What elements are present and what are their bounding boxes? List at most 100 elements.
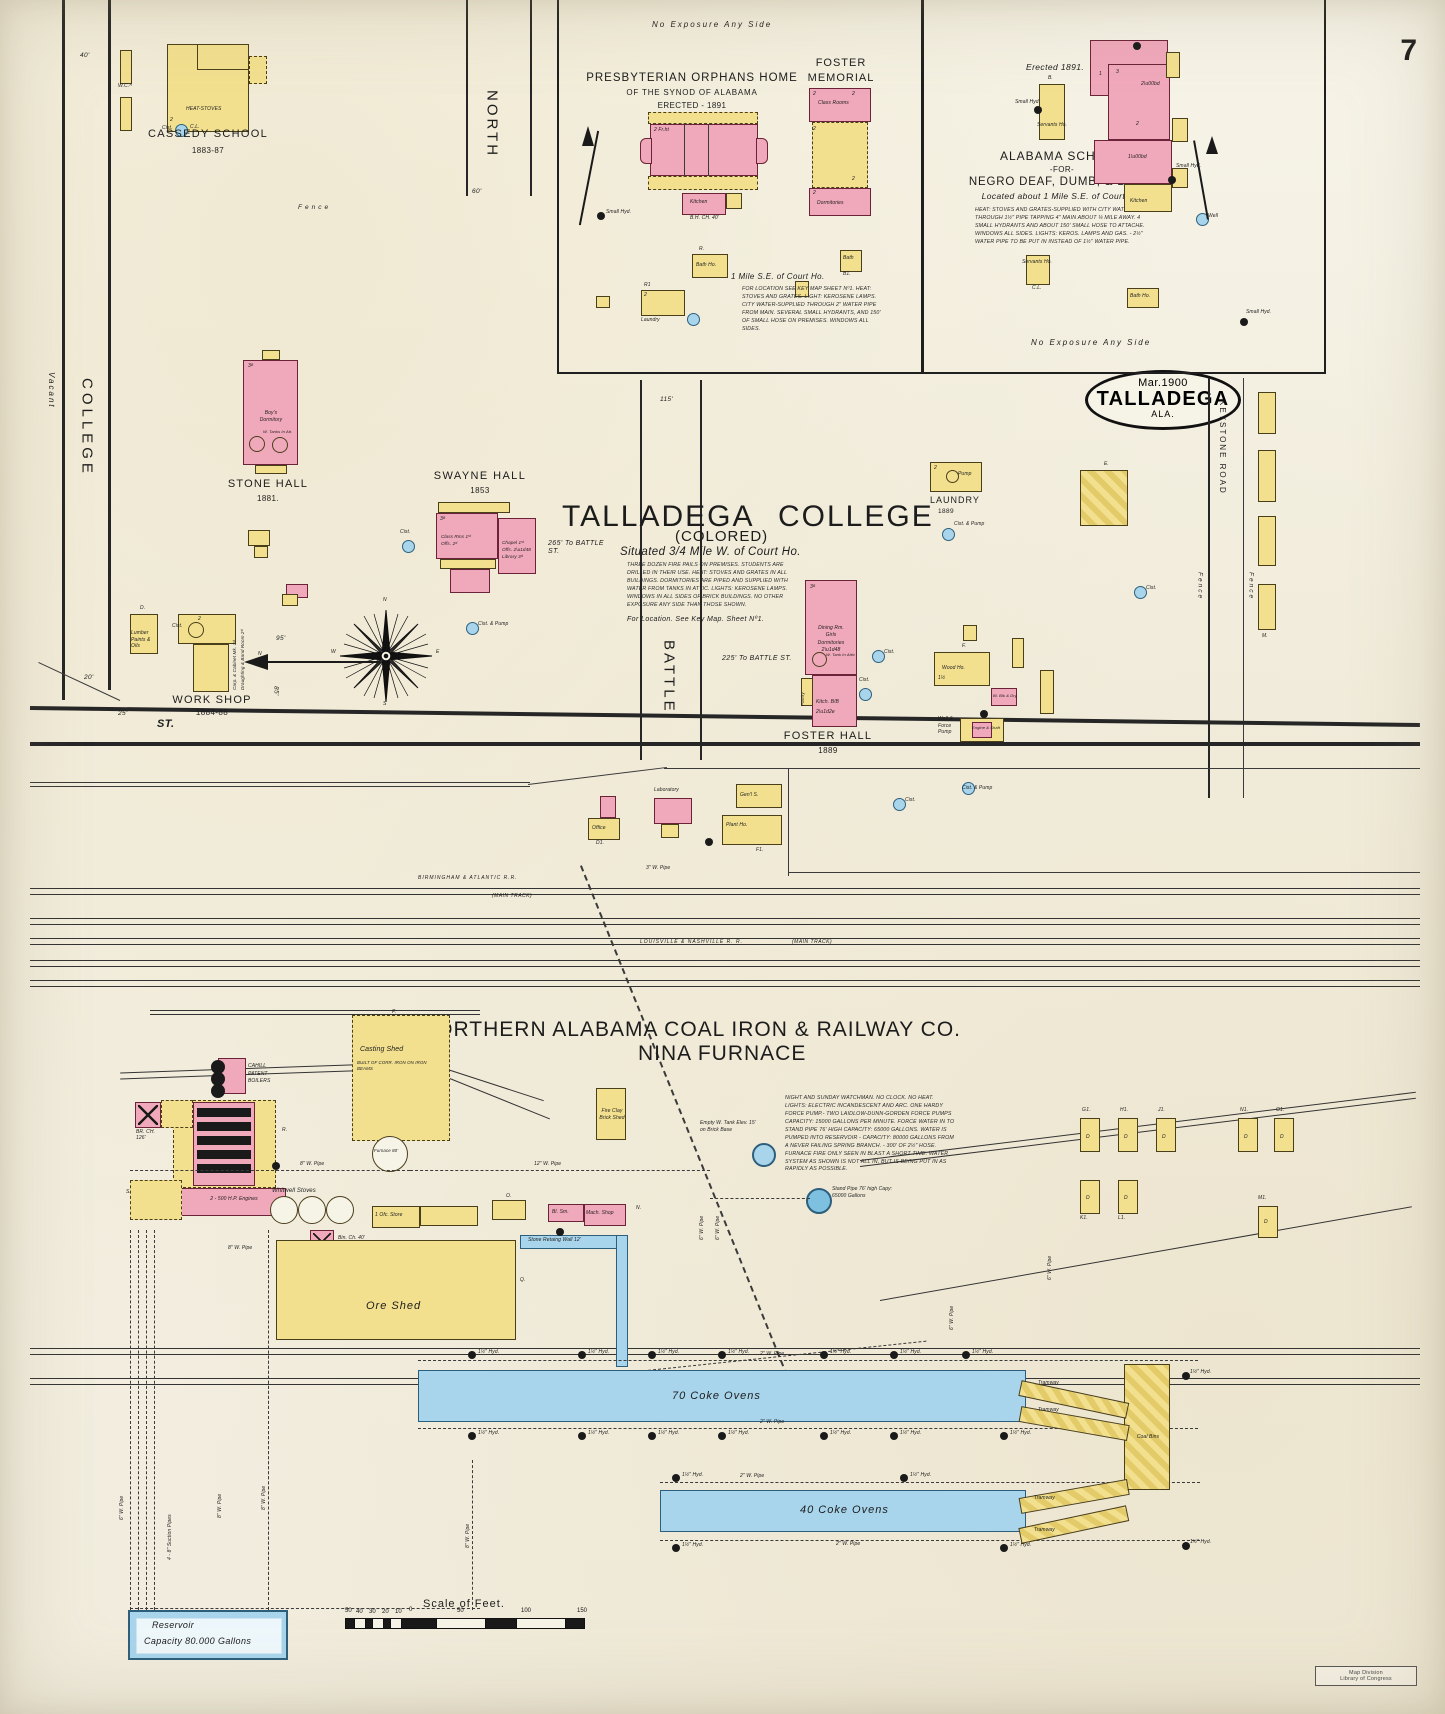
label-pipe-8in-vert-2: 8" W. Pipe xyxy=(465,1523,471,1548)
building-cassedy-wc-2 xyxy=(120,97,132,131)
label-hyd-coke-n-6: 1½" Hyd. xyxy=(900,1349,922,1355)
hydrant-coke40-s-1 xyxy=(672,1544,680,1552)
building-dwelling-g1 xyxy=(1080,1118,1100,1152)
label-genl-s: Gen'l S. xyxy=(740,792,759,798)
label-dwelling-d-e: D xyxy=(1280,1134,1284,1140)
rail-ba-2 xyxy=(30,894,1420,895)
label-ln-main-track: (MAIN TRACK) xyxy=(792,939,833,945)
label-hyd-coke-n-4: 1½" Hyd. xyxy=(728,1349,750,1355)
building-engine-yellow-w xyxy=(161,1100,193,1128)
label-empty-water-tank: Empty W. Tank Elev. 15' on Brick Base xyxy=(700,1120,756,1133)
label-wood-ho-code: 1½ xyxy=(938,675,946,681)
building-orphans-kitchen xyxy=(682,193,726,215)
title-college: COLLEGE xyxy=(778,500,934,533)
library-of-congress-stamp: Map Division Library of Congress xyxy=(1315,1666,1417,1686)
label-tramway-1: Tramway xyxy=(1038,1380,1059,1386)
label-well-force-pump: Well & Force Pump xyxy=(938,716,953,735)
structure-coke-ovens-70 xyxy=(418,1370,1026,1422)
label-hyd-coke40-s-2: 1½" Hyd. xyxy=(1010,1542,1032,1548)
hydrant-furnace-3 xyxy=(1182,1372,1190,1380)
label-o-code: O. xyxy=(506,1193,512,1199)
label-orphans-laundry: Laundry xyxy=(641,317,660,323)
building-stone-hall-porch-s xyxy=(255,465,287,474)
compass-label-s: S xyxy=(383,701,387,707)
label-dwelling-d-g: D xyxy=(1124,1195,1128,1201)
street-label-north: NORTH xyxy=(483,90,501,159)
title-cartouche: Mar.1900 TALLADEGA ALA. xyxy=(1085,370,1241,430)
notes-nina-furnace: NIGHT AND SUNDAY WATCHMAN. NO CLOCK. NO … xyxy=(785,1095,955,1173)
rail-spur-4 xyxy=(150,1014,480,1015)
label-orphans-small-hyd: Small Hyd. xyxy=(606,209,632,215)
label-work-shop-use-1: Carp. & Cabinet Mk. 1ˢᵗ xyxy=(232,640,237,690)
label-casting-note: BUILT OF CORR. IRON ON IRON BEAMS xyxy=(357,1060,427,1072)
cistern-east-pump xyxy=(962,782,975,795)
cistern-foster-1 xyxy=(872,650,885,663)
boiler-bar-2 xyxy=(197,1122,251,1131)
label-ba-rr: BIRMINGHAM & ATLANTIC R.R. xyxy=(418,875,518,881)
scale-seg-2 xyxy=(372,1619,384,1628)
label-school-well: Well xyxy=(1208,213,1219,219)
hydrant-coke-s-5 xyxy=(820,1432,828,1440)
label-pipe-6in-e: 6" W. Pipe xyxy=(119,1495,125,1520)
street-north-line-a xyxy=(466,0,469,196)
label-dwelling-d-c: D xyxy=(1162,1134,1166,1140)
furnace-stack xyxy=(372,1136,408,1172)
notes-orphans-home: FOR LOCATION SEE KEY MAP SHEET Nº1. HEAT… xyxy=(742,286,881,332)
pipe-suction-vertical xyxy=(130,1230,131,1610)
label-school-servants-ho: Servants Ho. xyxy=(1036,122,1068,128)
label-dwelling-j1: J1. xyxy=(1158,1107,1165,1113)
label-swayne-offs2: Offs. 2\u1d48 xyxy=(502,547,531,552)
cartouche-state: ALA. xyxy=(1151,409,1175,419)
building-swayne-outb-2 xyxy=(254,546,268,558)
coke-pipe-70-n xyxy=(418,1360,1198,1361)
label-tramway-4: Tramway xyxy=(1034,1527,1055,1533)
label-e-code: E. xyxy=(1104,461,1109,467)
label-hyd-coke-n-7: 1½" Hyd. xyxy=(972,1349,994,1355)
label-stone-hall-year: 1881. xyxy=(256,494,280,503)
scale-tick-100: 100 xyxy=(521,1608,532,1614)
hydrant-lower-campus xyxy=(705,838,713,846)
cartouche-city: TALLADEGA xyxy=(1096,388,1230,410)
street-north-line-b xyxy=(530,0,533,196)
hydrant-coke-n-3 xyxy=(648,1351,656,1359)
scale-tick-20: 20 xyxy=(382,1609,389,1615)
label-dwelling-d-b: D xyxy=(1124,1134,1128,1140)
boiler-bar-3 xyxy=(197,1136,251,1145)
label-hyd-coke-s-2: 1½" Hyd. xyxy=(588,1430,610,1436)
label-orphans-bhco: B.H. CH. 40' xyxy=(690,215,719,221)
hydrant-coke-n-1 xyxy=(468,1351,476,1359)
building-work-shop-n xyxy=(178,614,236,644)
label-hyd-furnace-3: 1½" Hyd. xyxy=(1190,1369,1212,1375)
label-f1: F1. xyxy=(756,847,764,853)
label-school-no-exposure: No Exposure Any Side xyxy=(1031,338,1152,347)
label-foster-hall-kitch: Kitch. B/B xyxy=(816,699,839,705)
rail-group-3 xyxy=(30,938,1420,939)
compass-needle-west-head xyxy=(244,654,268,670)
building-foster-memorial-class xyxy=(809,88,871,122)
label-office: Office xyxy=(592,825,606,831)
label-hyd-coke-s-6: 1½" Hyd. xyxy=(900,1430,922,1436)
building-keystone-dw-4 xyxy=(1258,584,1276,630)
label-hyd-coke-s-5: 1½" Hyd. xyxy=(830,1430,852,1436)
inset-alabama-school-frame xyxy=(922,0,1326,374)
label-foster-memorial-1: FOSTER xyxy=(815,57,867,69)
building-school-servants-2 xyxy=(1026,255,1050,285)
label-engine-r: R. xyxy=(282,1127,288,1133)
label-fm-classrooms: Class Rooms xyxy=(818,100,849,106)
label-fence-north: Fence xyxy=(298,204,332,211)
label-ba-main-track: (MAIN TRACK) xyxy=(492,893,533,899)
label-casting-shed: Casting Shed xyxy=(360,1046,404,1053)
rail-group-8 xyxy=(30,986,1420,987)
boiler-circle-2 xyxy=(211,1072,225,1086)
building-orphans-bath-small xyxy=(840,250,862,272)
label-college-for-location: For Location. See Key Map. Sheet Nº1. xyxy=(627,616,765,623)
label-hyd-coke-n-3: 1½" Hyd. xyxy=(658,1349,680,1355)
label-cist-pump-laundry: Cist. & Pump xyxy=(954,521,985,527)
building-orphans-bay-r xyxy=(756,138,768,164)
building-orphans-kitchen-annex xyxy=(726,193,742,209)
building-foster-memorial-corridor xyxy=(812,122,868,188)
compass-label-w: W xyxy=(331,649,336,655)
label-ore-shed: Ore Shed xyxy=(366,1300,422,1312)
laundry-pump xyxy=(946,470,959,483)
